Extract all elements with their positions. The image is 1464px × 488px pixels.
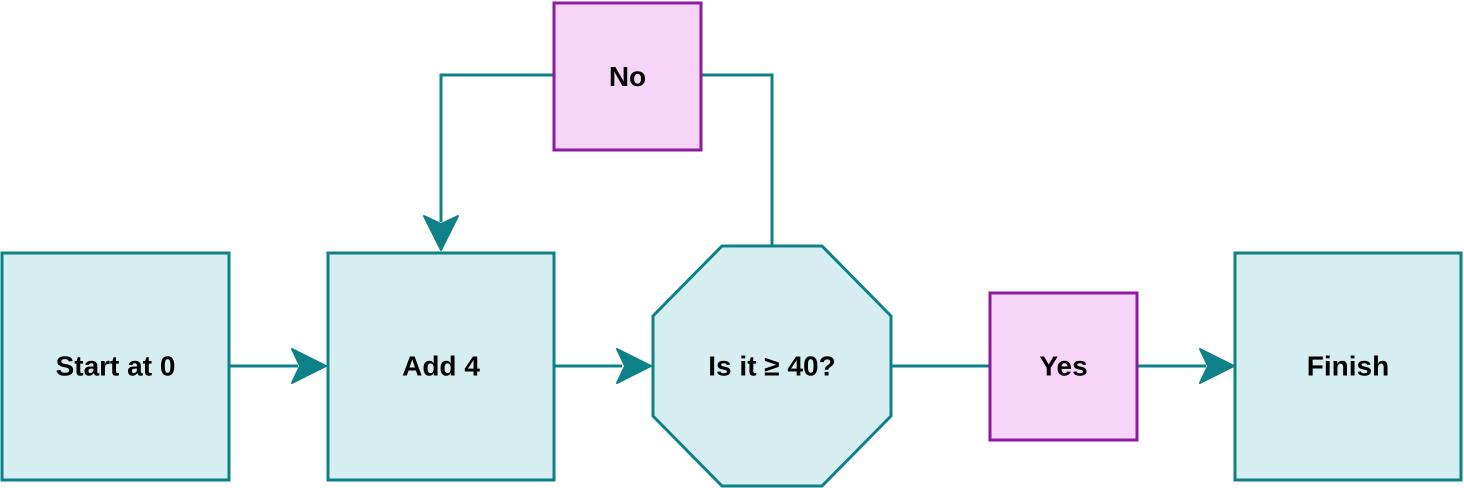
node-start[interactable]: Start at 0 — [0, 251, 231, 482]
arrow-head-icon — [291, 348, 327, 384]
connector-no-to-add — [439, 73, 554, 222]
arrow-heads — [291, 215, 1235, 384]
connector-decision-to-no — [702, 73, 774, 246]
no-label: No — [609, 61, 646, 92]
no-box — [552, 1, 703, 152]
yes-box — [988, 291, 1139, 442]
arrow-head-icon — [616, 348, 652, 384]
decision-label: Is it ≥ 40? — [708, 351, 835, 382]
finish-box — [1233, 251, 1463, 482]
arrow-head-icon — [423, 215, 459, 251]
add-box — [326, 251, 556, 482]
node-yes[interactable]: Yes — [988, 291, 1139, 442]
arrow-head-icon — [1199, 348, 1235, 384]
node-add[interactable]: Add 4 — [326, 251, 556, 482]
node-decision[interactable]: Is it ≥ 40? — [651, 244, 893, 488]
yes-label: Yes — [1039, 351, 1087, 382]
node-no[interactable]: No — [552, 1, 703, 152]
finish-label: Finish — [1307, 351, 1389, 382]
add-label: Add 4 — [402, 351, 480, 382]
decision-octagon — [651, 244, 893, 488]
start-box — [0, 251, 231, 482]
node-finish[interactable]: Finish — [1233, 251, 1463, 482]
start-label: Start at 0 — [56, 351, 176, 382]
connectors — [230, 73, 1206, 368]
